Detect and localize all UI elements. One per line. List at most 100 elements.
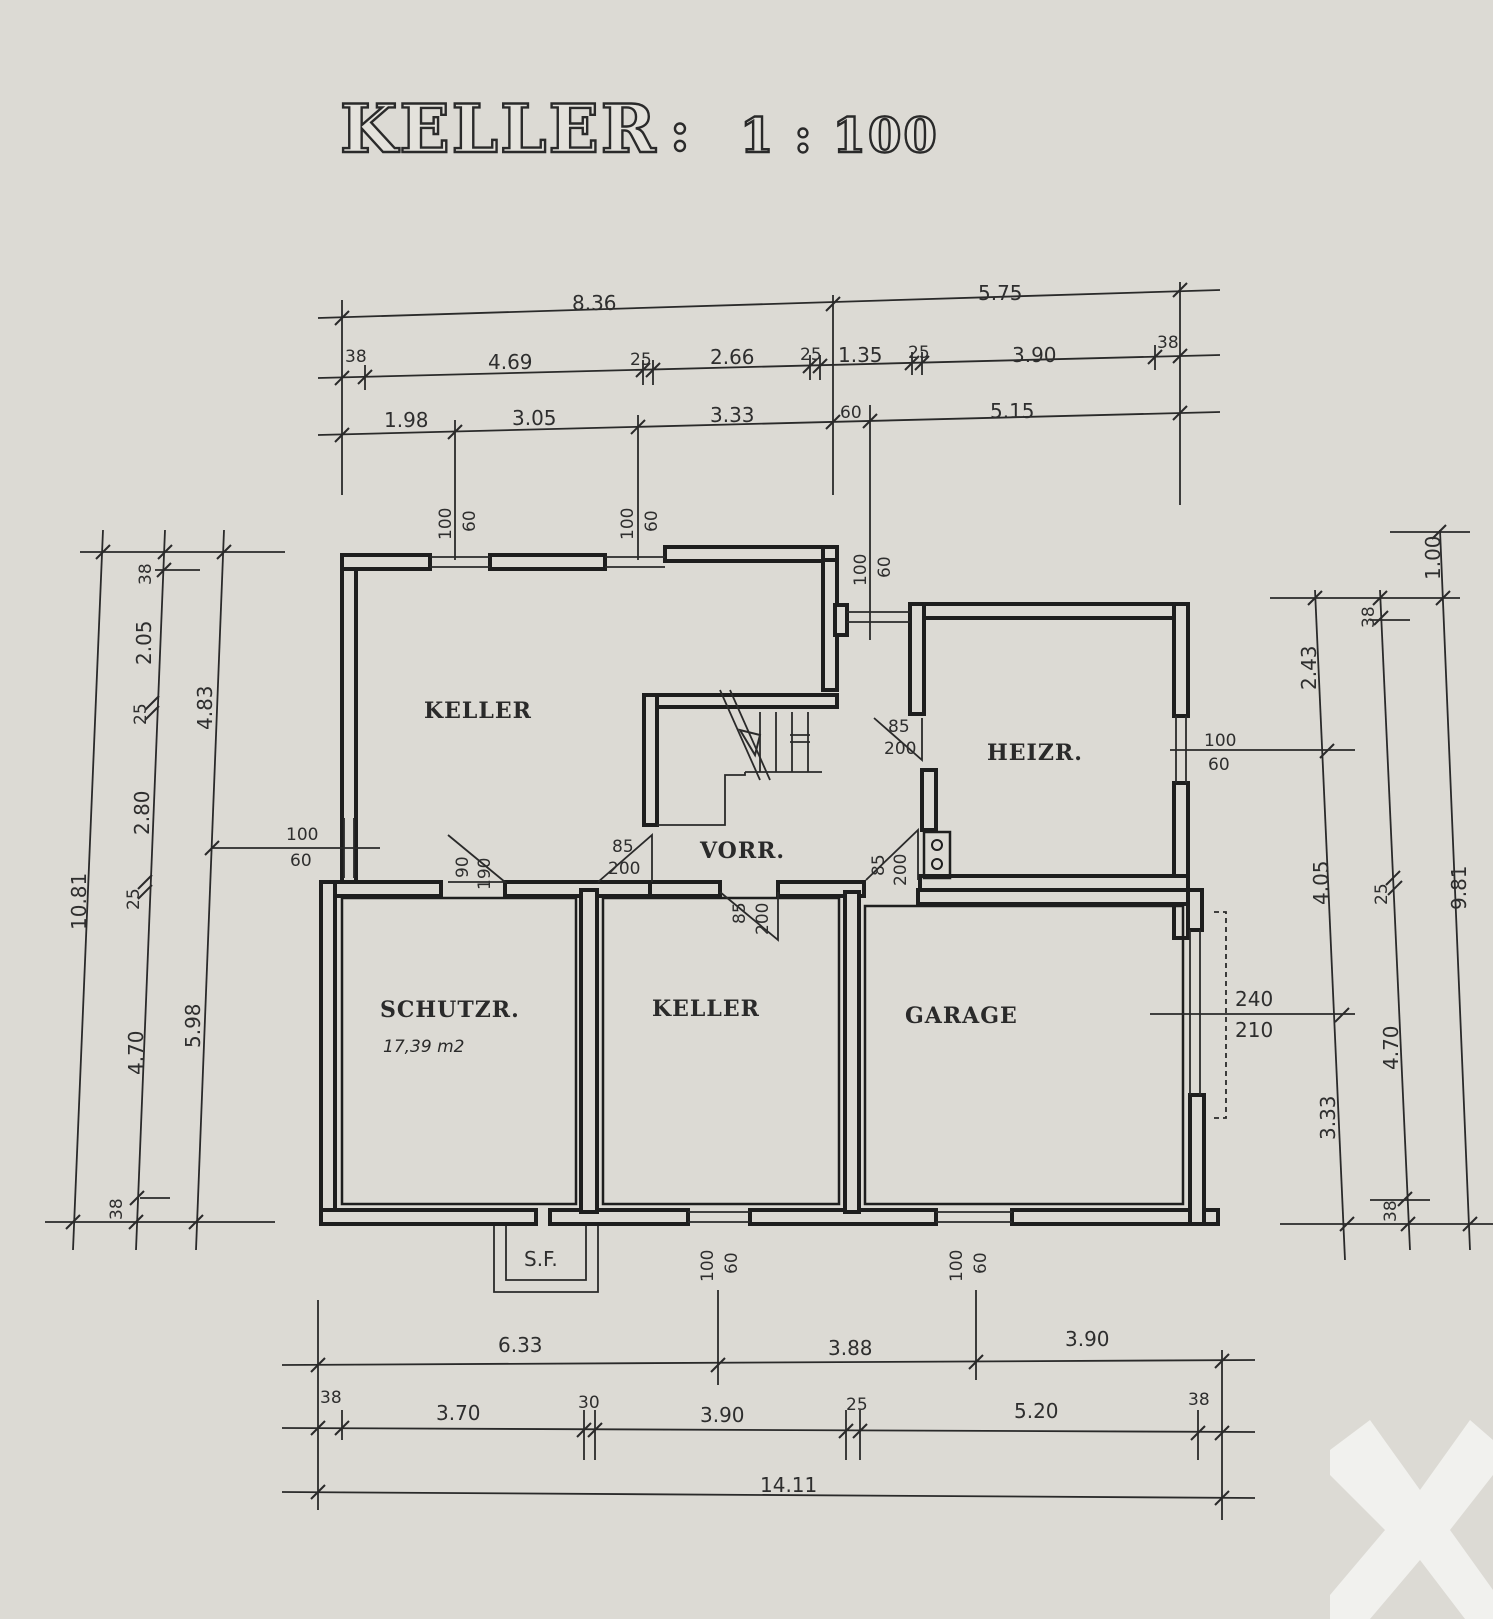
watermark-logo — [1330, 1420, 1493, 1619]
garage-inner-face — [863, 904, 1185, 1206]
wall-mid-5 — [916, 888, 1190, 906]
bottom-dimension-chains: 6.33 3.88 3.90 38 3.70 30 3.90 25 5.20 3… — [281, 1290, 1256, 1520]
door-vorr-right-height: 200 — [891, 854, 911, 886]
sf-box: S.F. — [493, 1226, 599, 1293]
wall-heizr-right-lower — [1172, 781, 1190, 940]
wall-vorr-top-left — [833, 603, 849, 637]
dim-top-25-a: 25 — [630, 350, 652, 370]
wall-bottom-1 — [319, 1208, 538, 1226]
door-keller-height: 200 — [753, 903, 773, 935]
dim-top-38-b: 38 — [1157, 333, 1179, 353]
wall-keller-right — [843, 890, 861, 1214]
dim-top-5-15: 5.15 — [990, 399, 1035, 423]
wall-top-1 — [340, 553, 432, 571]
wall-left-lower — [319, 880, 337, 1226]
dim-top-1-98: 1.98 — [384, 408, 429, 432]
dim-right-4-05: 4.05 — [1309, 860, 1333, 905]
wall-heizr-left-upper — [908, 602, 926, 716]
chimney — [922, 830, 952, 880]
wall-mid-3 — [648, 880, 722, 898]
win-left-height: 60 — [290, 851, 312, 871]
dim-left-25-a: 25 — [131, 703, 151, 725]
walls — [319, 545, 1227, 1226]
dim-bottom-3-90-b: 3.90 — [700, 1403, 745, 1427]
garage-door-height: 210 — [1235, 1018, 1273, 1042]
dim-left-5-98: 5.98 — [181, 1003, 205, 1048]
wall-schutzr-right — [579, 888, 599, 1214]
dim-bottom-5-20: 5.20 — [1014, 1399, 1059, 1423]
dim-top-3-33: 3.33 — [710, 403, 755, 427]
dim-top-3-90: 3.90 — [1012, 343, 1057, 367]
dim-left-38-a: 38 — [136, 563, 156, 585]
door-schutzr-width: 90 — [453, 856, 473, 878]
dim-left-25-b: 25 — [124, 888, 144, 910]
room-keller-top: KELLER — [424, 698, 532, 724]
dim-top-60: 60 — [840, 403, 862, 423]
title-colon: : — [670, 99, 692, 163]
dim-left-2-80: 2.80 — [130, 790, 154, 835]
door-swings — [447, 717, 923, 942]
dim-bottom-38-a: 38 — [320, 1388, 342, 1408]
plan-scale: 1 : 100 — [740, 108, 939, 164]
door-heizr-width: 85 — [888, 717, 910, 737]
schutzr-area: 17,39 m2 — [383, 1037, 464, 1057]
dim-right-4-70: 4.70 — [1379, 1025, 1403, 1070]
dim-right-25: 25 — [1372, 883, 1392, 905]
dim-top-3-05: 3.05 — [512, 406, 557, 430]
room-schutzr: SCHUTZR. — [380, 997, 520, 1023]
keller-bottom-inner-face — [601, 896, 841, 1206]
dim-left-2-05: 2.05 — [132, 620, 156, 665]
dim-right-1-00: 1.00 — [1421, 535, 1445, 580]
wall-heizr-left-lower — [920, 768, 938, 832]
win-bottom-b-height: 60 — [971, 1252, 991, 1274]
win-b-height: 60 — [642, 510, 662, 532]
sf-label: S.F. — [524, 1247, 558, 1271]
win-heizr-width: 100 — [1204, 731, 1236, 751]
wall-bottom-4 — [1010, 1208, 1220, 1226]
wall-top-3 — [663, 545, 839, 563]
room-keller-bottom: KELLER — [652, 996, 760, 1022]
dim-top-25-b: 25 — [800, 345, 822, 365]
room-vorr: VORR. — [699, 838, 785, 864]
dim-right-38-a: 38 — [1359, 606, 1379, 628]
left-dimension-chains: 10.81 38 2.05 25 2.80 25 4.70 38 4.83 5.… — [45, 529, 285, 1251]
wall-heizr-bottom — [918, 874, 1190, 892]
garage-door-width: 240 — [1235, 987, 1273, 1011]
wall-top-2 — [488, 553, 607, 571]
dim-top-2-66: 2.66 — [710, 345, 755, 369]
dim-right-2-43: 2.43 — [1297, 645, 1321, 690]
dim-bottom-25: 25 — [846, 1395, 868, 1415]
dim-top-4-69: 4.69 — [488, 350, 533, 374]
dim-left-4-83: 4.83 — [193, 685, 217, 730]
win-c-height: 60 — [875, 556, 895, 578]
dim-bottom-6-33: 6.33 — [498, 1333, 543, 1357]
dim-left-38-b: 38 — [107, 1198, 127, 1220]
wall-mid-1 — [331, 880, 443, 898]
wall-stair-left — [642, 693, 659, 827]
dim-right-9-81: 9.81 — [1447, 865, 1471, 910]
dim-top-5-75: 5.75 — [978, 281, 1023, 305]
dim-top-38-a: 38 — [345, 347, 367, 367]
door-vorr-left-height: 200 — [608, 859, 640, 879]
dim-left-4-70: 4.70 — [124, 1030, 148, 1075]
dim-top-8-36: 8.36 — [572, 291, 617, 315]
wall-heizr-right-upper — [1172, 602, 1190, 718]
door-schutzr-height: 190 — [475, 858, 495, 890]
room-heizr: HEIZR. — [987, 740, 1083, 766]
win-bottom-a-height: 60 — [722, 1252, 742, 1274]
wall-stair-top — [642, 693, 839, 709]
dim-bottom-30: 30 — [578, 1393, 600, 1413]
win-bottom-b-width: 100 — [947, 1250, 967, 1282]
dim-bottom-38-b: 38 — [1188, 1390, 1210, 1410]
plan-title: KELLER — [340, 90, 658, 168]
stairs — [657, 689, 822, 826]
wall-bottom-2 — [548, 1208, 690, 1226]
room-garage: GARAGE — [905, 1003, 1018, 1029]
right-dimension-chains: 2.43 4.05 3.33 38 25 4.70 38 1.00 9.81 — [1270, 524, 1493, 1261]
dim-top-25-c: 25 — [908, 343, 930, 363]
door-keller-width: 85 — [730, 902, 750, 924]
door-vorr-left-width: 85 — [612, 837, 634, 857]
wall-mid-4 — [776, 880, 866, 898]
door-vorr-right-width: 85 — [869, 854, 889, 876]
